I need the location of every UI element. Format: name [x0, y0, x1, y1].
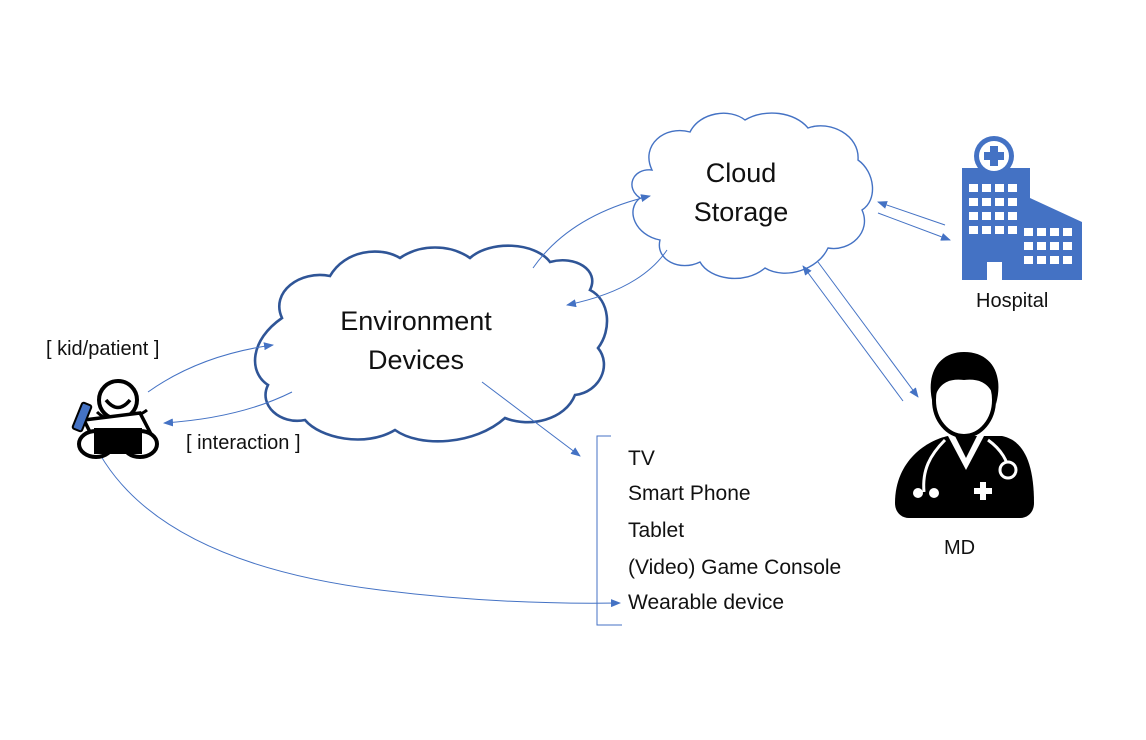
device-item-wearable: Wearable device [628, 591, 785, 614]
interaction-label: [ interaction ] [186, 432, 301, 454]
arrow-cloud-to-environment [566, 249, 668, 308]
kid-patient-icon [71, 379, 159, 459]
arrow-cloud-to-hospital [877, 212, 951, 241]
arrow-environment-to-devices [481, 381, 581, 457]
environment-devices-line1: Environment [340, 306, 492, 336]
md-label: MD [944, 537, 976, 559]
cloud-storage-label: Cloud Storage [681, 154, 801, 232]
kid-patient-label: [ kid/patient ] [46, 338, 160, 360]
hospital-label: Hospital [976, 290, 1049, 312]
cloud-storage-line2: Storage [693, 197, 789, 227]
device-item-game-console: (Video) Game Console [628, 556, 842, 579]
device-list-bracket [596, 435, 622, 626]
doctor-icon [895, 352, 1034, 518]
arrow-cloud-to-md [817, 261, 919, 398]
environment-devices-cloud [253, 244, 609, 443]
device-item-tv: TV [628, 447, 655, 470]
cloud-storage-cloud [631, 112, 874, 280]
hospital-icon [962, 136, 1082, 280]
device-item-tablet: Tablet [628, 519, 685, 542]
environment-devices-line2: Devices [367, 345, 465, 375]
arrow-md-to-cloud [802, 265, 904, 402]
arrow-hospital-to-cloud [877, 201, 946, 226]
arrow-kid-to-environment [147, 342, 274, 393]
arrow-environment-to-cloud [532, 194, 651, 269]
cloud-storage-line1: Cloud [705, 158, 777, 188]
arrow-environment-to-kid [163, 391, 293, 427]
arrow-kid-to-wearable [87, 429, 621, 608]
environment-devices-label: Environment Devices [316, 302, 516, 380]
device-item-smart-phone: Smart Phone [628, 482, 751, 505]
